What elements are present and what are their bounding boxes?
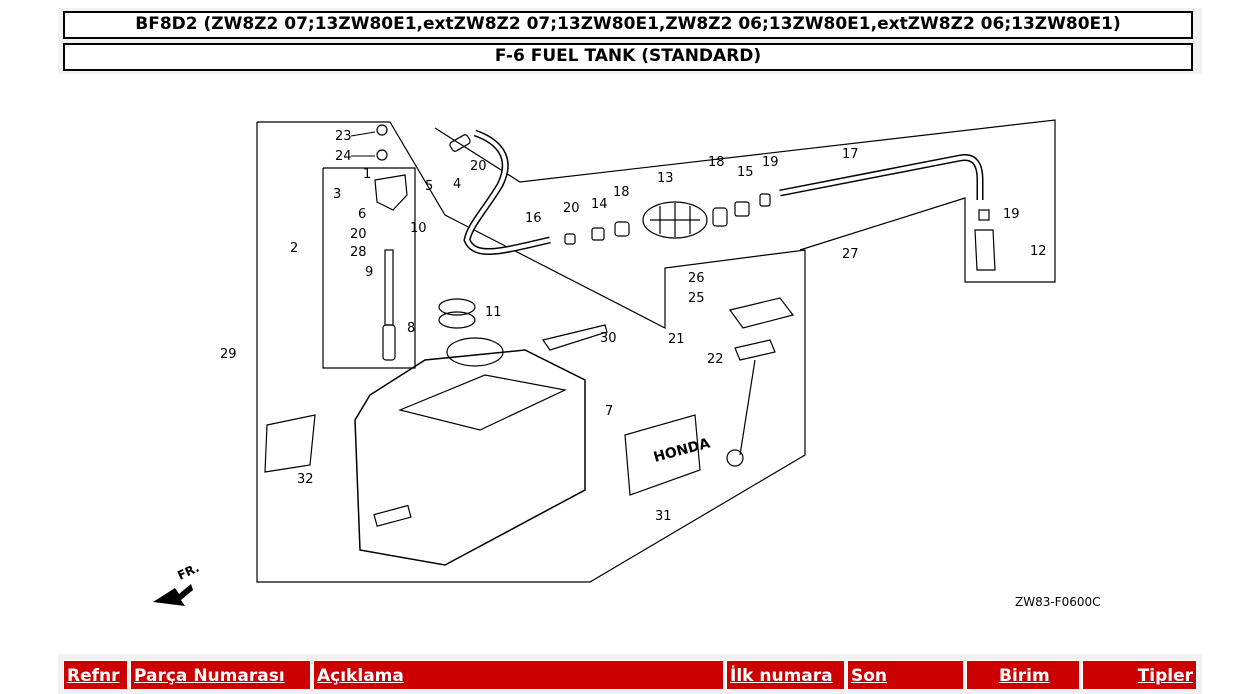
fuel-tank — [354, 349, 586, 566]
callout-14: 14 — [591, 197, 608, 212]
callout-12: 12 — [1030, 244, 1047, 259]
callout-20a: 20 — [470, 159, 487, 174]
gauge — [728, 297, 795, 329]
cap — [438, 298, 476, 316]
brand-panel — [624, 414, 701, 496]
callout-10: 10 — [410, 221, 427, 236]
callout-29: 29 — [220, 347, 237, 362]
direction-label: FR. — [175, 561, 201, 583]
group-border-27 — [434, 119, 1056, 283]
hose-16 — [463, 129, 551, 256]
callout-30: 30 — [600, 331, 617, 346]
callout-6: 6 — [358, 207, 366, 222]
callout-18a: 18 — [613, 185, 630, 200]
callout-31: 31 — [655, 509, 672, 524]
col-unit[interactable]: Birim — [966, 660, 1080, 690]
callout-19a: 19 — [762, 155, 779, 170]
model-title: BF8D2 (ZW8Z2 07;13ZW80E1,extZW8Z2 07;13Z… — [63, 11, 1193, 39]
callout-11: 11 — [485, 305, 502, 320]
parts-diagram: 23 24 1 3 6 5 4 20 10 20 28 9 2 8 29 11 … — [153, 119, 1101, 609]
pickup-tube — [384, 249, 394, 326]
col-first-number-link[interactable]: İlk numara — [730, 666, 833, 686]
callout-1: 1 — [363, 167, 371, 182]
callout-20c: 20 — [563, 201, 580, 216]
col-types-link[interactable]: Tipler — [1137, 666, 1193, 686]
callout-9: 9 — [365, 265, 373, 280]
diagram-code: ZW83-F0600C — [1015, 595, 1101, 609]
label-32 — [264, 414, 316, 473]
hose-17 — [779, 153, 984, 200]
group-border-29 — [256, 121, 806, 583]
callout-7: 7 — [605, 404, 613, 419]
group-border-2 — [322, 167, 416, 369]
callout-28: 28 — [350, 245, 367, 260]
callout-21: 21 — [668, 332, 685, 347]
callout-2: 2 — [290, 241, 298, 256]
col-unit-link[interactable]: Birim — [999, 666, 1050, 686]
col-description-link[interactable]: Açıklama — [317, 666, 404, 686]
section-title: F-6 FUEL TANK (STANDARD) — [63, 43, 1193, 71]
callout-5: 5 — [425, 179, 433, 194]
col-refnr[interactable]: Refnr — [63, 660, 128, 690]
strap — [542, 324, 608, 351]
col-refnr-link[interactable]: Refnr — [67, 666, 120, 686]
callout-26: 26 — [688, 271, 705, 286]
col-part-number[interactable]: Parça Numarası — [130, 660, 311, 690]
callout-24: 24 — [335, 149, 352, 164]
callout-15: 15 — [737, 165, 754, 180]
callout-3: 3 — [333, 187, 341, 202]
callout-19b: 19 — [1003, 207, 1020, 222]
col-part-number-link[interactable]: Parça Numarası — [134, 666, 285, 686]
brand-label: HONDA — [652, 435, 712, 465]
callout-18b: 18 — [708, 155, 725, 170]
col-description[interactable]: Açıklama — [313, 660, 724, 690]
primer-bulb — [642, 201, 708, 239]
callout-16: 16 — [525, 211, 542, 226]
callout-13: 13 — [657, 171, 674, 186]
callout-22: 22 — [707, 352, 724, 367]
col-first-number[interactable]: İlk numara — [726, 660, 845, 690]
header-panel: BF8D2 (ZW8Z2 07;13ZW80E1,extZW8Z2 07;13Z… — [58, 8, 1202, 74]
direction-arrow-icon — [153, 584, 193, 606]
callout-32: 32 — [297, 472, 314, 487]
callout-20b: 20 — [350, 227, 367, 242]
callout-27: 27 — [842, 247, 859, 262]
col-last-link[interactable]: Son — [851, 666, 888, 686]
col-types[interactable]: Tipler — [1082, 660, 1197, 690]
callout-25: 25 — [688, 291, 705, 306]
connector-12 — [974, 229, 996, 271]
callout-8: 8 — [407, 321, 415, 336]
parts-table-header: Refnr Parça Numarası Açıklama İlk numara… — [58, 654, 1202, 694]
callout-23: 23 — [335, 129, 352, 144]
callout-4: 4 — [453, 177, 461, 192]
col-last[interactable]: Son — [847, 660, 964, 690]
callout-17: 17 — [842, 147, 859, 162]
